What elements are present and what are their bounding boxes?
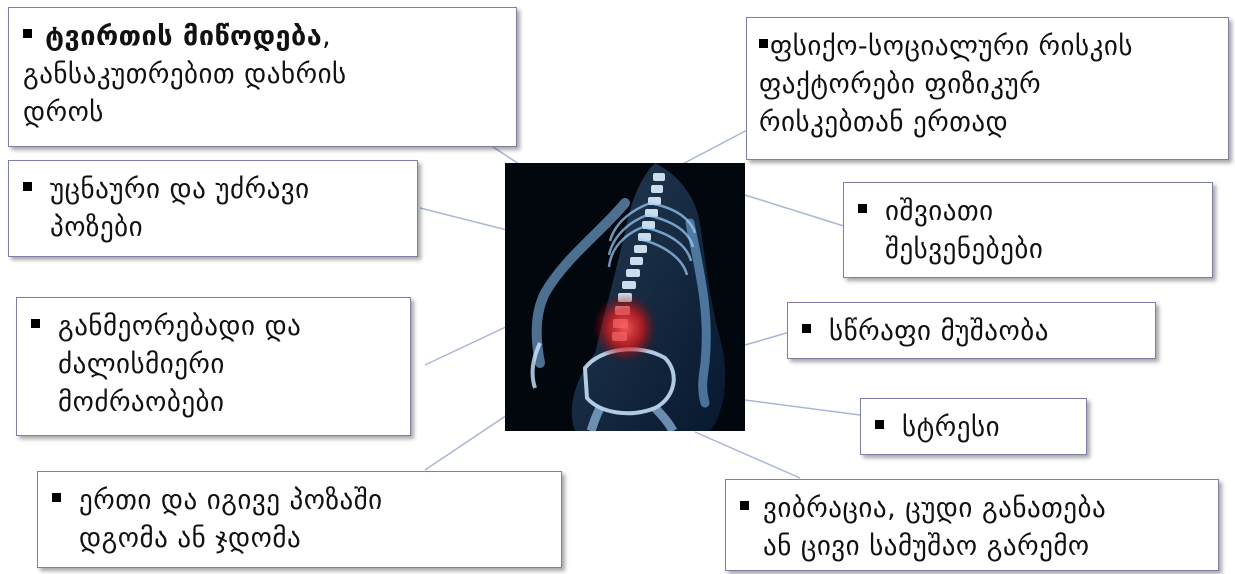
- factor-line: განსაკუთრებით დახრის: [23, 56, 500, 94]
- factor-box-uncomfortable-postures: უცნაური და უძრავი პოზები: [8, 160, 418, 257]
- pain-highlight: [593, 293, 657, 363]
- connector-standing: [425, 413, 510, 470]
- factor-line: ან ცივი სამუშაო გარემო: [740, 528, 1202, 566]
- factor-line: შესვენებები: [858, 231, 1196, 269]
- factor-box-stress: სტრესი: [860, 398, 1087, 455]
- factor-line: ტვირთის მიწოდება,: [23, 18, 500, 56]
- factor-text: ვიბრაცია, ცუდი განათება: [763, 493, 1106, 524]
- factor-box-static-posture: ერთი და იგივე პოზაში დგომა ან ჯდომა: [37, 471, 562, 568]
- factor-line: ვიბრაცია, ცუდი განათება: [740, 490, 1202, 528]
- factor-text: სტრესი: [902, 412, 1000, 443]
- bullet-icon: [23, 182, 32, 191]
- factor-line: პოზები: [23, 209, 401, 247]
- factor-text-bold: ტვირთის მიწოდება: [45, 21, 322, 52]
- factor-line: დროს: [23, 94, 500, 132]
- connector-uncomfortable: [420, 208, 515, 232]
- bullet-icon: [23, 29, 32, 38]
- factor-text: ერთი და იგივე პოზაში: [79, 485, 383, 516]
- factor-box-psychosocial: ფსიქო-სოციალური რისკის ფაქტორები ფიზიკურ…: [746, 17, 1229, 160]
- xray-back-pain-image: [505, 163, 745, 431]
- factor-line: იშვიათი: [858, 193, 1196, 231]
- connector-repetitive: [425, 325, 510, 365]
- factor-text: ,: [322, 21, 331, 52]
- factor-line: განმეორებადი და: [31, 308, 394, 346]
- factor-text: განმეორებადი და: [58, 311, 301, 342]
- factor-box-fast-work: სწრაფი მუშაობა: [787, 302, 1156, 359]
- connector-fast-work: [745, 332, 790, 345]
- bullet-icon: [759, 39, 768, 48]
- factor-line: სტრესი: [875, 409, 1070, 447]
- factor-box-repetitive-movements: განმეორებადი და ძალისმიერი მოძრაობები: [16, 297, 411, 436]
- bullet-icon: [740, 501, 749, 510]
- connector-rare-breaks: [745, 195, 850, 228]
- factor-box-vibration-lighting-cold: ვიბრაცია, ცუდი განათება ან ცივი სამუშაო …: [725, 479, 1219, 571]
- factor-box-load-delivery: ტვირთის მიწოდება, განსაკუთრებით დახრის დ…: [8, 7, 517, 147]
- bullet-icon: [52, 493, 61, 502]
- factor-text: სწრაფი მუშაობა: [829, 316, 1049, 347]
- factor-line: დგომა ან ჯდომა: [52, 520, 545, 558]
- factor-line: ფაქტორები ფიზიკურ: [759, 66, 1212, 104]
- factor-text: უცნაური და უძრავი: [50, 174, 310, 205]
- factor-line: უცნაური და უძრავი: [23, 171, 401, 209]
- factor-line: ფსიქო-სოციალური რისკის: [759, 28, 1212, 66]
- connector-stress: [745, 400, 860, 415]
- bullet-icon: [875, 420, 884, 429]
- factor-text: ფსიქო-სოციალური რისკის: [770, 31, 1133, 62]
- factor-line: ერთი და იგივე პოზაში: [52, 482, 545, 520]
- factor-line: რისკებთან ერთად: [759, 104, 1212, 142]
- factor-line: სწრაფი მუშაობა: [802, 313, 1139, 351]
- factor-line: მოძრაობები: [31, 384, 394, 422]
- bullet-icon: [858, 204, 867, 213]
- factor-line: ძალისმიერი: [31, 346, 394, 384]
- bullet-icon: [802, 324, 811, 333]
- factor-text: იშვიათი: [885, 196, 994, 227]
- bullet-icon: [31, 319, 40, 328]
- factor-box-rare-breaks: იშვიათი შესვენებები: [843, 182, 1213, 278]
- connector-vibration: [695, 432, 800, 478]
